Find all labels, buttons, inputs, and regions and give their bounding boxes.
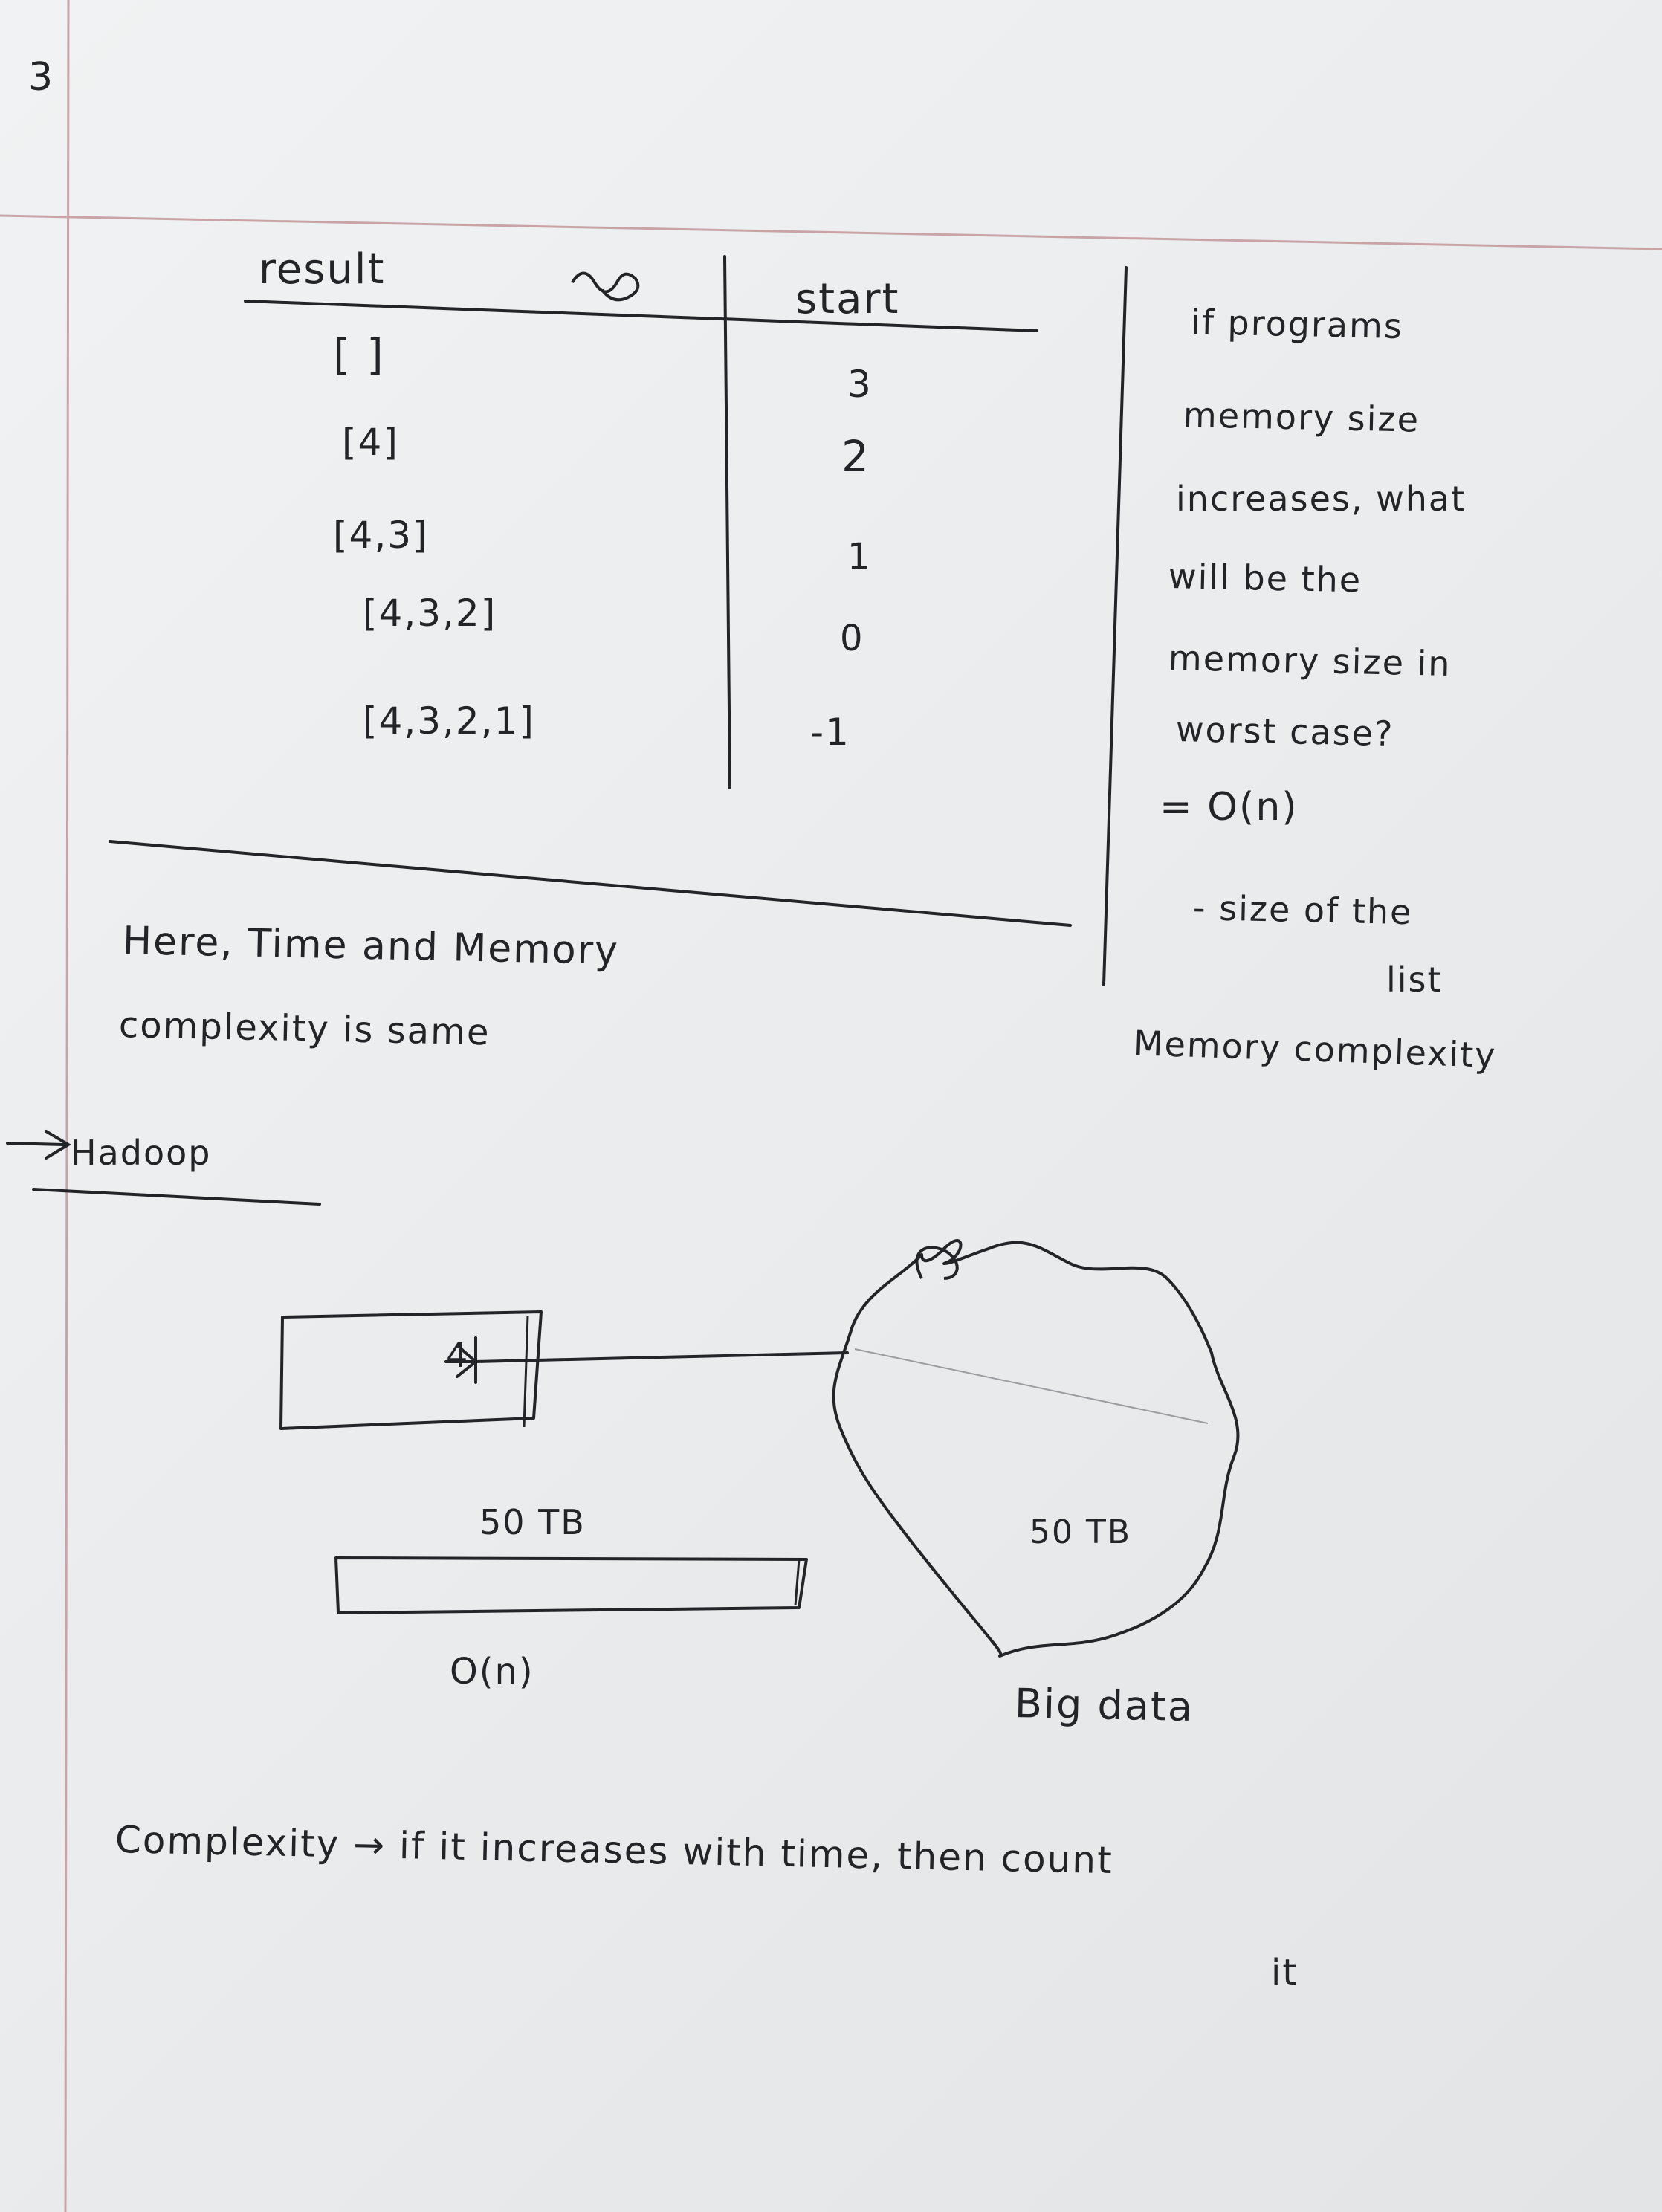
table-header-start: start — [795, 275, 900, 323]
table-header-result: result — [259, 245, 386, 294]
hadoop-underline — [32, 1188, 321, 1206]
hadoop-arrow-head — [45, 1130, 71, 1160]
hadoop-arrow-line — [6, 1142, 65, 1146]
side-note-line-1: memory size — [1183, 395, 1420, 440]
cloud-caption: Big data — [1014, 1680, 1194, 1731]
table-row-start-4: -1 — [810, 711, 850, 754]
storage-bar-edge — [794, 1559, 801, 1606]
table-row-start-1: 2 — [841, 431, 870, 482]
cloud-label: 50 TB — [1029, 1513, 1132, 1551]
top-margin-line — [0, 214, 1662, 250]
cloud-inner-line — [854, 1348, 1209, 1424]
side-note-line-5: worst case? — [1175, 709, 1394, 754]
table-bottom-line — [109, 840, 1072, 927]
table-row-result-4: [4,3,2,1] — [363, 699, 535, 743]
side-note-line-8: list — [1386, 960, 1443, 1000]
side-note-line-4: memory size in — [1168, 638, 1452, 684]
cloud-knob — [915, 1246, 959, 1280]
machine-box — [279, 1310, 543, 1430]
machine-box-label: 4 — [446, 1335, 470, 1375]
note-main-line-2: complexity is same — [118, 1004, 491, 1054]
table-row-result-1: [4] — [342, 421, 399, 464]
machine-box-inner-line — [523, 1315, 529, 1428]
side-note-line-0: if programs — [1190, 302, 1404, 346]
table-row-start-2: 1 — [847, 536, 872, 578]
table-side-divider — [1102, 266, 1128, 986]
table-row-start-3: 0 — [840, 618, 864, 659]
left-margin-line — [64, 0, 70, 2212]
storage-bar — [334, 1556, 808, 1614]
storage-bar-label: 50 TB — [479, 1502, 586, 1542]
hadoop-heading: Hadoop — [71, 1133, 212, 1173]
side-note-line-3: will be the — [1168, 556, 1362, 601]
table-row-result-3: [4,3,2] — [363, 592, 497, 635]
side-note-line-2: increases, what — [1176, 479, 1467, 519]
table-row-result-0: [ ] — [333, 329, 385, 380]
note-main-line-1: Here, Time and Memory — [122, 919, 620, 974]
scribble-mark — [571, 271, 640, 302]
table-header-underline — [244, 300, 1038, 332]
table-column-divider — [723, 255, 731, 789]
page-number: 3 — [28, 55, 55, 100]
side-note-line-7: - size of the — [1192, 887, 1414, 933]
side-note-line-6: = O(n) — [1160, 785, 1299, 830]
table-row-start-0: 3 — [847, 363, 873, 406]
box-to-cloud-line — [474, 1351, 849, 1363]
storage-bar-complexity: O(n) — [450, 1651, 534, 1692]
table-row-result-2: [4,3] — [333, 514, 429, 557]
box-arrow-head — [444, 1336, 479, 1384]
big-data-cloud — [832, 1239, 1240, 1658]
footer-line-2: it — [1271, 1952, 1299, 1993]
